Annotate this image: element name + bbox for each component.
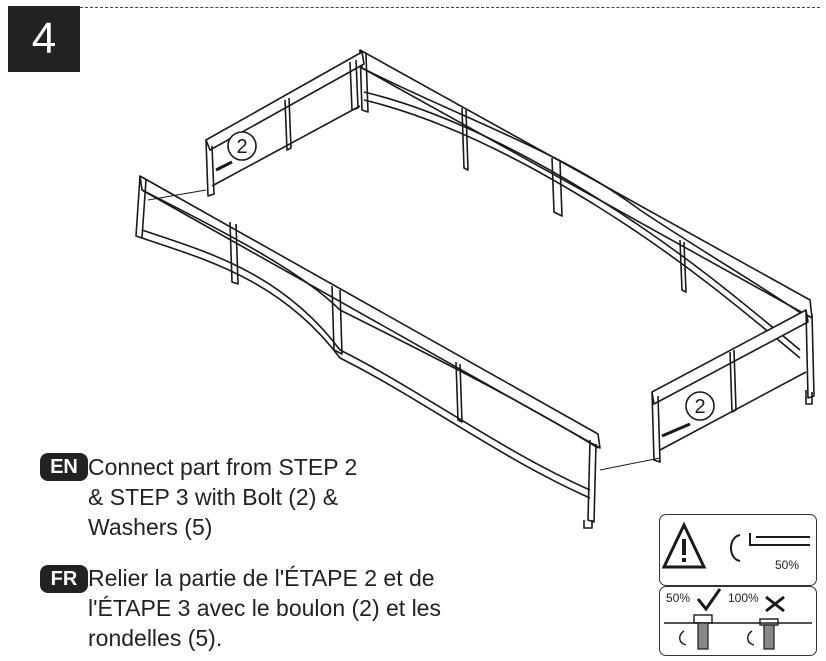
lang-badge-fr: FR (40, 565, 88, 593)
ok-percent: 50% (666, 591, 691, 605)
check-icon (696, 588, 722, 612)
instruction-en: Connect part from STEP 2 & STEP 3 with B… (88, 454, 358, 540)
lang-badge-en: EN (40, 453, 88, 481)
cross-icon (765, 595, 785, 613)
divider-line (80, 7, 820, 8)
tighten-box: 50% (659, 514, 817, 586)
step-number: 4 (8, 6, 80, 72)
bad-percent: 100% (728, 591, 759, 605)
torque-compare-box: 50% 100% (659, 586, 817, 656)
bolt-callout: 2 (685, 391, 715, 421)
torque-warning-panel: 50% 50% 100% (659, 514, 819, 656)
instruction-fr: Relier la partie de l'ÉTAPE 2 et de l'ÉT… (88, 565, 441, 651)
warning-triangle-icon (661, 521, 810, 569)
callout-label-right: 2 (694, 396, 705, 418)
bolt-callout: 2 (227, 131, 257, 161)
callout-label-left: 2 (236, 136, 247, 158)
tighten-percent: 50% (775, 558, 800, 572)
